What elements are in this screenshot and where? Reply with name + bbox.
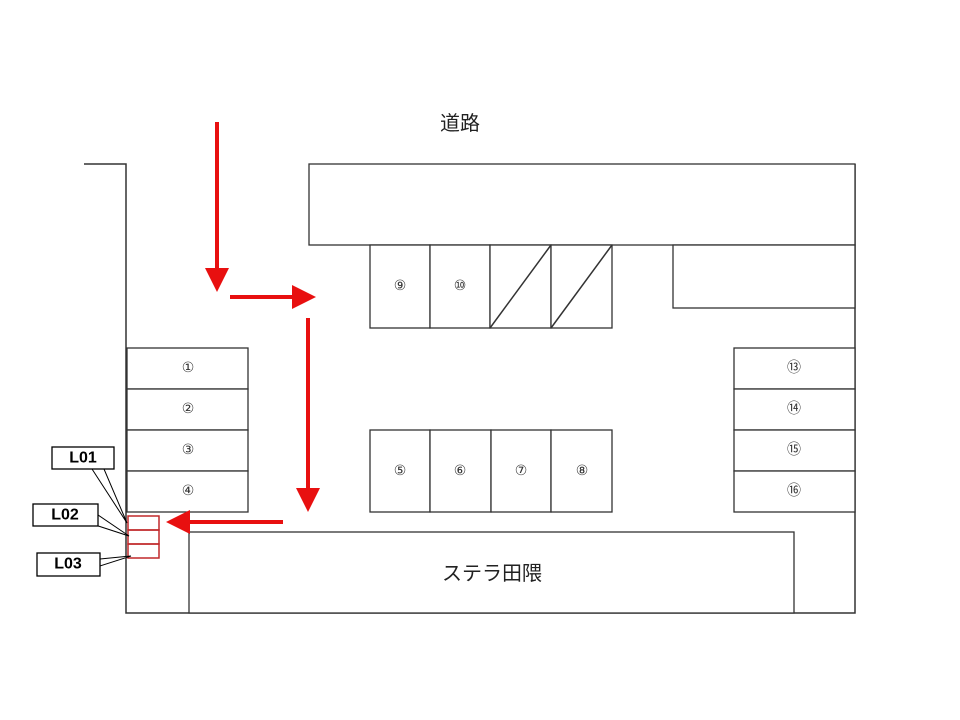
space-16: ⑯ bbox=[733, 470, 856, 513]
building-label: ステラ田隈 bbox=[442, 561, 542, 585]
svg-text:L03: L03 bbox=[54, 556, 82, 573]
space-4: ④ bbox=[126, 470, 249, 513]
space-5: ⑤ bbox=[369, 429, 431, 513]
svg-text:⑬: ⑬ bbox=[787, 360, 801, 376]
svg-text:③: ③ bbox=[182, 442, 195, 458]
svg-text:⑯: ⑯ bbox=[787, 483, 801, 499]
space-6: ⑥ bbox=[429, 429, 492, 513]
svg-text:⑧: ⑧ bbox=[576, 463, 589, 479]
callout-l02: L02 bbox=[32, 503, 130, 537]
svg-text:L01: L01 bbox=[69, 450, 97, 467]
svg-text:⑩: ⑩ bbox=[454, 278, 467, 294]
svg-text:⑮: ⑮ bbox=[787, 442, 801, 458]
svg-text:L02: L02 bbox=[51, 507, 79, 524]
storage-block bbox=[672, 244, 856, 309]
space-14: ⑭ bbox=[733, 388, 856, 431]
space-10: ⑩ bbox=[429, 244, 491, 329]
road-label: 道路 bbox=[440, 111, 480, 135]
unavailable-space bbox=[489, 244, 552, 329]
north-building bbox=[308, 163, 856, 246]
callout-l01: L01 bbox=[51, 446, 128, 524]
svg-text:⑭: ⑭ bbox=[787, 401, 801, 417]
space-1: ① bbox=[126, 347, 249, 390]
svg-text:⑥: ⑥ bbox=[454, 463, 467, 479]
callout-l03: L03 bbox=[36, 552, 132, 577]
locker-area bbox=[127, 515, 160, 559]
space-9: ⑨ bbox=[369, 244, 431, 329]
unavailable-space bbox=[550, 244, 613, 329]
space-8: ⑧ bbox=[550, 429, 613, 513]
building-stella-taguma bbox=[188, 531, 795, 614]
svg-text:④: ④ bbox=[182, 483, 195, 499]
space-15: ⑮ bbox=[733, 429, 856, 472]
space-3: ③ bbox=[126, 429, 249, 472]
svg-text:⑨: ⑨ bbox=[394, 278, 407, 294]
space-7: ⑦ bbox=[490, 429, 552, 513]
svg-text:⑦: ⑦ bbox=[515, 463, 528, 479]
svg-text:①: ① bbox=[182, 360, 195, 376]
space-13: ⑬ bbox=[733, 347, 856, 390]
svg-text:②: ② bbox=[182, 401, 195, 417]
svg-text:⑤: ⑤ bbox=[394, 463, 407, 479]
space-2: ② bbox=[126, 388, 249, 431]
